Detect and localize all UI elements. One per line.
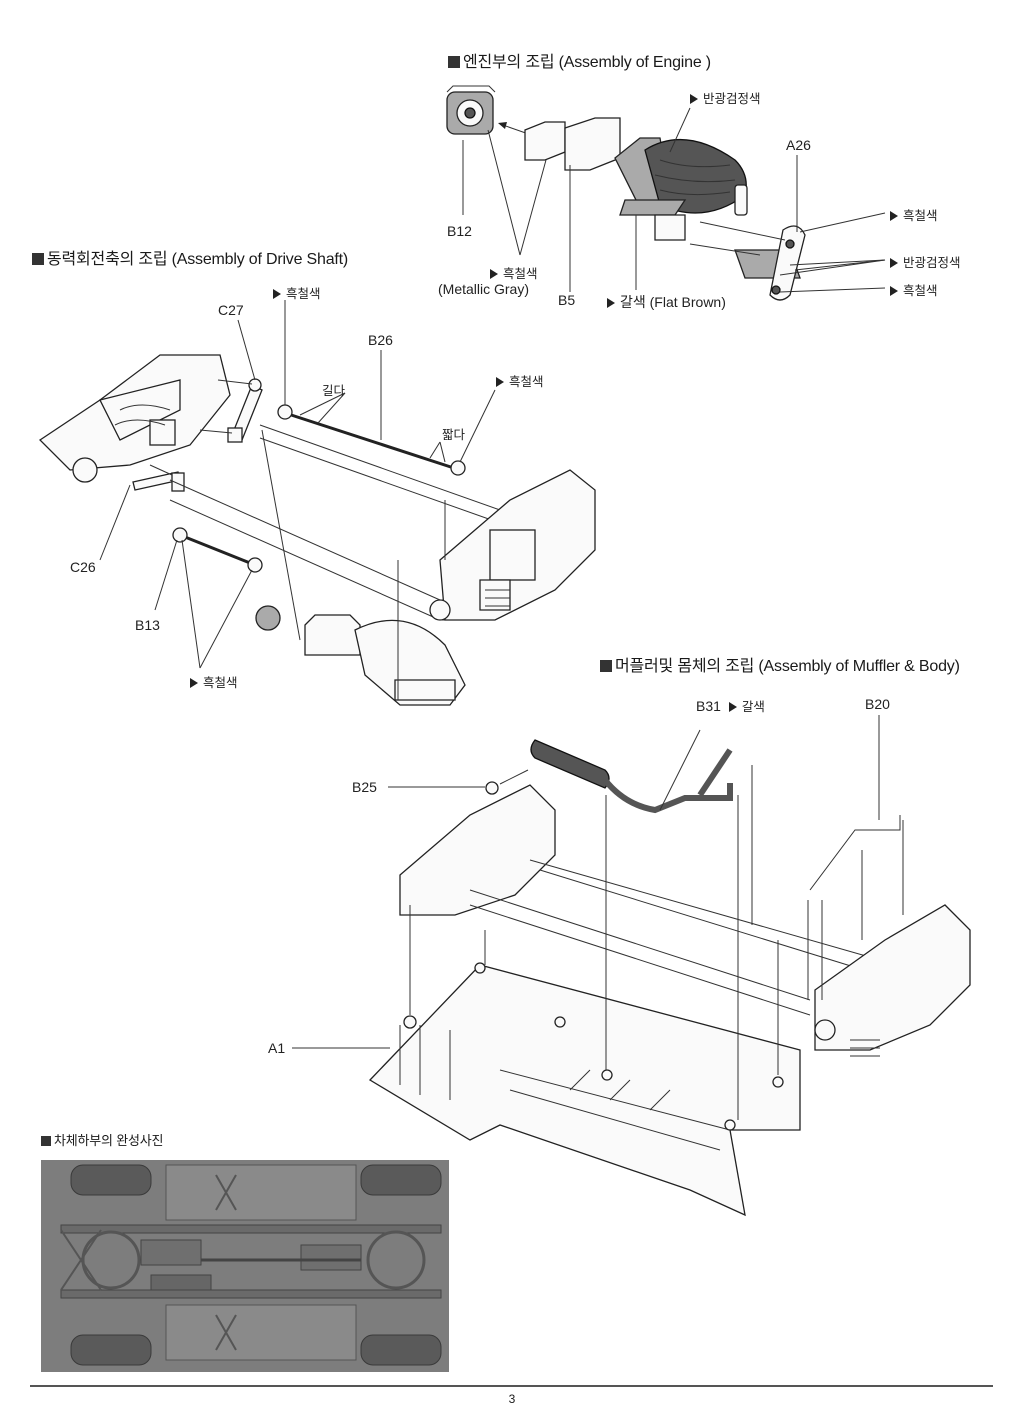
note-text: 흑철색 — [903, 284, 938, 298]
part-label-b5: B5 — [558, 292, 576, 308]
note-text: 갈색 (Flat Brown) — [620, 294, 726, 310]
heading-square-icon — [41, 1136, 51, 1146]
underside-photo — [41, 1160, 449, 1372]
triangle-bullet-icon — [190, 678, 198, 688]
muffler-body-section-heading: 머플러및 몸체의 조립 (Assembly of Muffler & Body) — [600, 652, 960, 676]
engine-assembly-drawing — [446, 85, 886, 301]
note-text: 갈색 — [741, 700, 765, 714]
part-label-b31-text: B31 — [696, 698, 721, 714]
footer-divider — [30, 1385, 993, 1387]
triangle-bullet-icon — [690, 94, 698, 104]
part-label-b31: B31 갈색 — [696, 696, 765, 715]
part-label-b13: B13 — [135, 617, 160, 633]
note-text: 흑철색 — [503, 267, 538, 281]
triangle-bullet-icon — [890, 286, 898, 296]
note-text: 흑철색 — [903, 209, 938, 223]
muffler-body-assembly-drawing — [292, 715, 971, 1217]
part-b12-gear — [446, 85, 496, 135]
part-engine-body — [614, 137, 748, 216]
note-text: 흑철색 — [286, 287, 321, 301]
part-a26-lever — [734, 225, 806, 301]
part-a1-body — [368, 962, 801, 1217]
transmission-drawing — [255, 605, 466, 706]
drive-shaft-heading-text: 동력회전축의 조립 (Assembly of Drive Shaft) — [47, 251, 349, 268]
part-b25-nut — [485, 781, 499, 795]
engine-note-right-1: 흑철색 — [890, 205, 938, 224]
part-label-b25: B25 — [352, 779, 377, 795]
engine-note-right-2: 반광검정색 — [890, 252, 961, 271]
triangle-bullet-icon — [728, 702, 737, 712]
note-text: 흑철색 — [509, 375, 544, 389]
triangle-bullet-icon — [273, 289, 281, 299]
triangle-bullet-icon — [490, 269, 498, 279]
drive-shaft-section-heading: 동력회전축의 조립 (Assembly of Drive Shaft) — [32, 245, 348, 269]
drive-shaft-note-long: 길다 — [322, 384, 346, 398]
heading-square-icon — [32, 253, 44, 265]
drive-shaft-note-top: 흑철색 — [273, 283, 321, 302]
front-axle-left — [38, 354, 231, 483]
part-label-b26: B26 — [368, 332, 393, 348]
engine-note-metallic: 흑철색 — [490, 263, 538, 282]
note-text: 반광검정색 — [903, 256, 961, 270]
muffler-body-heading-text: 머플러및 몸체의 조립 (Assembly of Muffler & Body) — [615, 658, 960, 675]
triangle-bullet-icon — [496, 377, 504, 387]
drive-shaft-note-right: 흑철색 — [496, 371, 544, 390]
part-label-c27: C27 — [218, 302, 244, 318]
engine-note-top-black: 반광검정색 — [690, 88, 761, 107]
engine-note-metallic-en: (Metallic Gray) — [438, 281, 530, 297]
part-label-a1: A1 — [268, 1040, 286, 1056]
heading-square-icon — [600, 660, 612, 672]
engine-section-heading: 엔진부의 조립 (Assembly of Engine ) — [448, 48, 711, 72]
part-label-c26: C26 — [70, 559, 96, 575]
part-b5-block — [524, 117, 621, 171]
engine-note-right-3: 흑철색 — [890, 280, 938, 299]
photo-section-heading: 차체하부의 완성사진 — [41, 1130, 163, 1149]
drive-shaft-note-short: 짧다 — [442, 428, 466, 442]
part-label-b20: B20 — [865, 696, 890, 712]
heading-square-icon — [448, 56, 460, 68]
triangle-bullet-icon — [890, 211, 898, 221]
triangle-bullet-icon — [607, 298, 615, 308]
part-label-a26: A26 — [786, 137, 811, 153]
part-label-b12: B12 — [447, 223, 472, 239]
page-number: 3 — [508, 1392, 516, 1406]
drive-shaft-assembly-drawing — [38, 300, 596, 706]
photo-heading-text: 차체하부의 완성사진 — [54, 1133, 164, 1148]
engine-note-brown: 갈색 (Flat Brown) — [607, 292, 726, 312]
drive-shaft-note-bottom: 흑철색 — [190, 672, 238, 691]
note-text: 반광검정색 — [703, 92, 761, 106]
part-b31-muffler — [530, 739, 733, 814]
rear-axle-right — [429, 469, 596, 621]
b31-color-note: 갈색 — [728, 700, 765, 714]
engine-heading-text: 엔진부의 조립 (Assembly of Engine ) — [463, 54, 711, 71]
note-text: 흑철색 — [203, 676, 238, 690]
triangle-bullet-icon — [890, 258, 898, 268]
underside-photo-image — [41, 1160, 449, 1372]
part-b13-shaft — [172, 527, 263, 573]
chassis-frame — [399, 784, 971, 1057]
